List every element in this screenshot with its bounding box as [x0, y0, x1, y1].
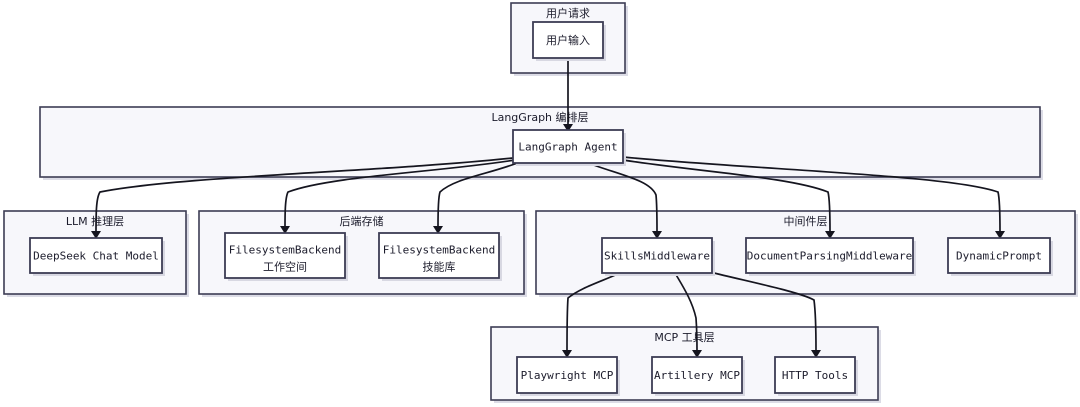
edge-e-agent-dynprompt: [622, 156, 1005, 239]
edge-arrowhead: [825, 231, 835, 239]
edge-arrowhead: [280, 226, 290, 234]
edges-layer: [91, 58, 1005, 358]
cluster-title-llm_layer: LLM 推理层: [66, 214, 124, 228]
node-border[interactable]: [224, 232, 346, 279]
cluster-title-langgraph_layer: LangGraph 编排层: [491, 110, 588, 124]
edge-line: [622, 159, 831, 233]
node-artillery_mcp[interactable]: Artillery MCP: [651, 356, 745, 396]
node-border[interactable]: [516, 356, 618, 394]
clusters-layer: 用户请求 LangGraph 编排层 LLM 推理层 后端存储 中间件层 MCP 工具层: [3, 2, 1078, 403]
edge-line: [674, 272, 698, 352]
node-border[interactable]: [29, 237, 163, 274]
node-label: LangGraph Agent: [518, 141, 617, 154]
edge-arrowhead: [811, 350, 821, 358]
node-border[interactable]: [947, 237, 1051, 274]
edge-arrowhead: [652, 231, 662, 239]
node-label: DynamicPrompt: [956, 250, 1042, 263]
cluster-title-user_request: 用户请求: [546, 6, 590, 20]
node-playwright_mcp[interactable]: Playwright MCP: [516, 356, 620, 396]
edge-line: [284, 159, 516, 228]
node-fs_workspace[interactable]: FilesystemBackend 工作空间: [224, 232, 348, 281]
node-langgraph_agent[interactable]: LangGraph Agent: [512, 129, 626, 166]
edge-e-userinput-agent: [563, 58, 573, 132]
edge-arrowhead: [91, 231, 101, 239]
node-dynamic_prompt[interactable]: DynamicPrompt: [947, 237, 1053, 276]
node-border[interactable]: [512, 129, 624, 164]
node-border[interactable]: [601, 237, 713, 274]
edge-e-agent-skillsmw: [587, 162, 662, 239]
edge-arrowhead: [563, 124, 573, 132]
node-border[interactable]: [532, 21, 604, 59]
node-border[interactable]: [651, 356, 743, 394]
node-label: HTTP Tools: [782, 369, 848, 382]
edge-line: [587, 162, 658, 233]
edge-e-skillsmw-artillery: [674, 272, 702, 358]
node-label: SkillsMiddleware: [604, 250, 710, 263]
node-label-line1: FilesystemBackend: [229, 244, 342, 257]
node-label-line2: 工作空间: [263, 260, 307, 274]
node-http_tools[interactable]: HTTP Tools: [774, 356, 858, 396]
cluster-title-backend_storage: 后端存储: [340, 214, 384, 228]
edge-line: [95, 157, 514, 233]
edge-line: [709, 271, 817, 352]
node-border[interactable]: [774, 356, 856, 394]
edge-line: [622, 156, 1001, 233]
node-fs_skills[interactable]: FilesystemBackend 技能库: [378, 232, 502, 281]
node-border[interactable]: [745, 237, 914, 274]
edge-arrowhead: [562, 350, 572, 358]
edge-e-agent-fsworkspace: [280, 159, 516, 234]
node-label-line1: FilesystemBackend: [383, 244, 496, 257]
edge-line: [437, 161, 521, 228]
edge-e-skillsmw-playwright: [562, 272, 621, 358]
edge-arrowhead: [433, 226, 443, 234]
node-user_input[interactable]: 用户输入: [532, 21, 606, 61]
node-docparse_mw[interactable]: DocumentParsingMiddleware: [745, 237, 916, 276]
edge-line: [566, 272, 621, 352]
node-label: DocumentParsingMiddleware: [747, 250, 913, 263]
edge-arrowhead: [995, 231, 1005, 239]
node-deepseek[interactable]: DeepSeek Chat Model: [29, 237, 165, 276]
node-label: DeepSeek Chat Model: [33, 250, 159, 263]
node-label: Playwright MCP: [521, 369, 614, 382]
edge-arrowhead: [692, 350, 702, 358]
cluster-title-middleware_layer: 中间件层: [784, 215, 828, 228]
node-label-line2: 技能库: [423, 260, 456, 274]
edge-e-skillsmw-http: [709, 271, 821, 358]
edge-e-agent-fsskills: [433, 161, 521, 234]
edge-e-agent-deepseek: [91, 157, 514, 239]
edge-e-agent-docparse: [622, 159, 835, 239]
node-label: 用户输入: [546, 33, 590, 47]
node-skills_mw[interactable]: SkillsMiddleware: [601, 237, 715, 276]
node-label: Artillery MCP: [654, 369, 740, 382]
node-border[interactable]: [378, 232, 500, 279]
cluster-title-mcp_layer: MCP 工具层: [654, 331, 714, 344]
